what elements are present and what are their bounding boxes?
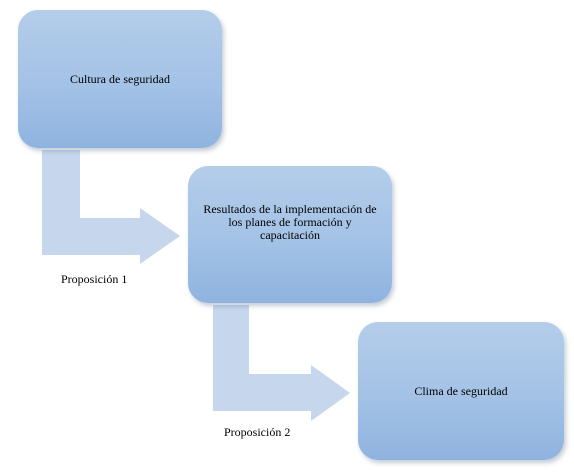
node-cultura-de-seguridad: Cultura de seguridad: [18, 10, 222, 148]
edge-label-proposicion-1: Proposición 1: [61, 272, 128, 286]
arrow-resultados-to-clima: [213, 305, 350, 421]
node-resultados-implementacion: Resultados de la implementación de los p…: [188, 166, 392, 303]
node-label: Resultados de la implementación de los p…: [203, 202, 377, 242]
arrow-cultura-to-resultados: [42, 150, 180, 264]
node-clima-de-seguridad: Clima de seguridad: [358, 322, 564, 460]
edge-label-proposicion-2: Proposición 2: [224, 425, 291, 439]
node-label: Cultura de seguridad: [70, 71, 170, 86]
node-label: Clima de seguridad: [414, 383, 508, 398]
